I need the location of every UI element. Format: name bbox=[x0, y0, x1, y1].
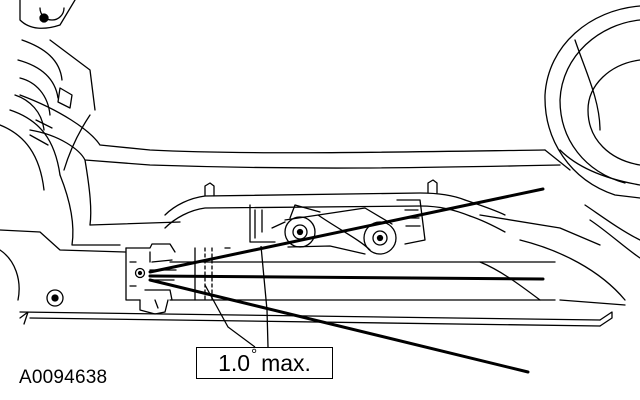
lower-tolerance-line bbox=[148, 278, 530, 374]
bottom-plate bbox=[19, 311, 613, 327]
leader-line-right bbox=[260, 245, 269, 348]
callout-suffix: max. bbox=[261, 349, 311, 376]
body-panel-outline bbox=[0, 94, 640, 306]
leader-line-left bbox=[204, 284, 256, 348]
alignment-lines bbox=[148, 187, 545, 374]
tolerance-callout: 1.0°max. bbox=[196, 345, 333, 379]
mounting-rail bbox=[164, 179, 506, 245]
round-housing-top-right bbox=[544, 5, 640, 199]
figure-id: A0094638 bbox=[19, 367, 108, 388]
degree-symbol: ° bbox=[251, 345, 258, 363]
reference-line bbox=[148, 274, 545, 281]
callout-leaders bbox=[204, 245, 269, 348]
callout-value: 1.0 bbox=[218, 349, 251, 376]
upper-tolerance-line bbox=[148, 187, 545, 274]
pulley-assembly bbox=[271, 204, 397, 255]
left-component-assembly bbox=[0, 0, 96, 307]
